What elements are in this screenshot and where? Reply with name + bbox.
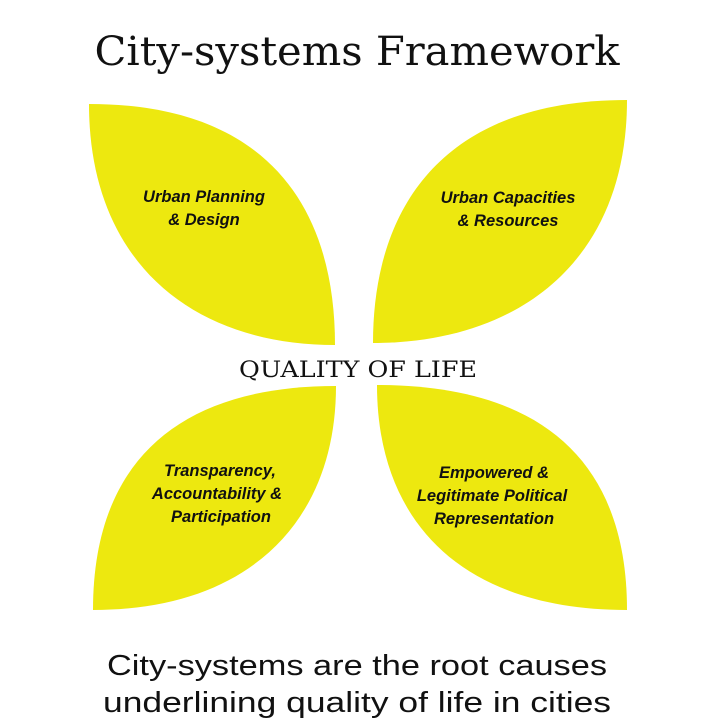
- footer-line-1: City-systems are the root causes: [107, 650, 607, 682]
- petal-label-line: & Design: [168, 211, 240, 229]
- center-label: QUALITY OF LIFE: [239, 358, 477, 383]
- petal-label-line: Urban Planning: [143, 188, 265, 206]
- petal-urban-planning: [89, 104, 335, 345]
- petal-label-line: Transparency,: [164, 462, 276, 480]
- petal-label-line: Accountability &: [151, 485, 282, 503]
- diagram-title: City-systems Framework: [95, 29, 621, 75]
- petal-label-line: Legitimate Political: [417, 487, 568, 505]
- petal-label-line: Urban Capacities: [441, 189, 576, 207]
- petal-label-line: Empowered &: [439, 464, 549, 482]
- petal-transparency: [93, 386, 336, 610]
- petal-label-line: Participation: [171, 508, 271, 526]
- petal-label-line: & Resources: [458, 212, 559, 230]
- petal-label-line: Representation: [434, 510, 554, 528]
- petal-urban-capacities: [373, 100, 627, 343]
- petal-empowered: [377, 385, 627, 610]
- footer-line-2: underlining quality of life in cities: [103, 687, 611, 719]
